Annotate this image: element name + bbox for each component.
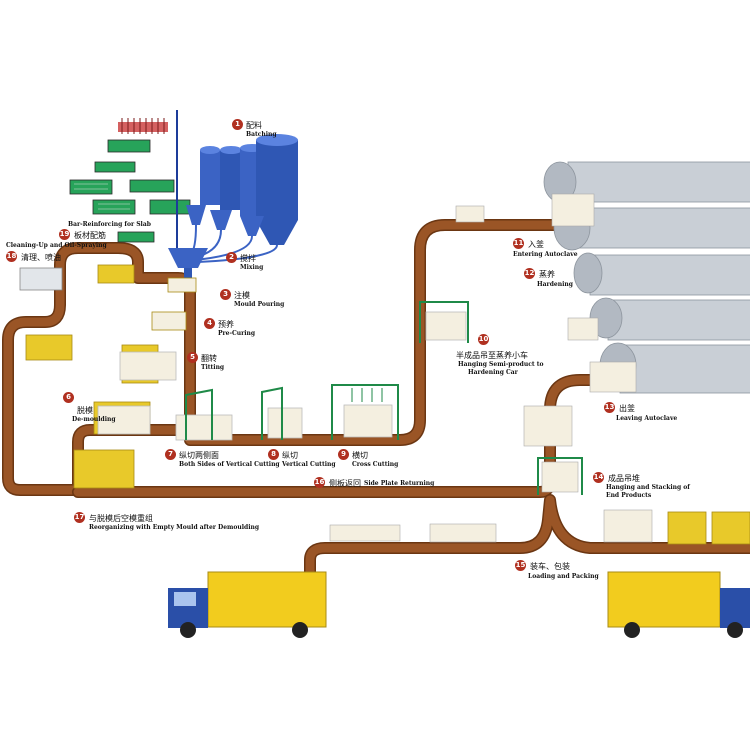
step-badge-6: 6	[63, 392, 74, 403]
step-badge-3: 3	[220, 289, 231, 300]
moulds	[19, 264, 197, 489]
step-cn-5: 翻转	[201, 354, 217, 363]
step-cn-7: 纵切两侧面	[179, 451, 219, 460]
step-cn-11: 入釜	[528, 240, 544, 249]
truck-left	[168, 571, 327, 638]
step-en-16: Side Plate Returning	[364, 480, 435, 487]
step-cn-14: 成品吊堆	[608, 474, 640, 483]
step-badge-10: 10	[478, 334, 489, 345]
step-en-17: Reorganizing with Empty Mould after Demo…	[89, 524, 260, 531]
step-badge-4: 4	[204, 318, 215, 329]
step-en2-10: Hardening Car	[468, 369, 518, 376]
step-en-9: Cross Cutting	[352, 461, 399, 468]
step-badge-18: 18	[6, 251, 17, 262]
step-cn-3: 注模	[234, 291, 250, 300]
mixer	[168, 248, 208, 278]
step-cn-16: 侧板返回	[329, 479, 361, 488]
step-cn-18: 清理、喷油	[21, 253, 61, 262]
step-en-19: Bar-Reinforcing for Slab	[68, 221, 151, 228]
step-cn-10: 半成品吊至蒸养小车	[456, 351, 528, 360]
step-cn-17: 与脱模后空模重组	[89, 514, 153, 523]
step-en-13: Leaving Autoclave	[616, 415, 678, 422]
step-cn-1: 配料	[246, 121, 262, 130]
step-en-1: Batching	[246, 131, 277, 138]
silos	[176, 110, 298, 263]
step-badge-5: 5	[187, 352, 198, 363]
step-en-8: Vertical Cutting	[282, 461, 336, 468]
step-en-2: Mixing	[240, 264, 264, 271]
step-en-3: Mould Pouring	[234, 301, 285, 308]
step-en-15: Loading and Packing	[528, 573, 599, 580]
step-cn-2: 搅拌	[240, 254, 256, 263]
step-cn-4: 预养	[218, 320, 234, 329]
step-badge-15: 15	[515, 560, 526, 571]
step-cn-13: 出釜	[619, 404, 635, 413]
step-badge-9: 9	[338, 449, 349, 460]
step-en-4: Pre-Curing	[218, 330, 256, 337]
step-badge-8: 8	[268, 449, 279, 460]
cutting-machines	[175, 301, 469, 441]
step-en-10: Hanging Semi-product to	[458, 361, 544, 368]
step-cn-9: 横切	[352, 451, 368, 460]
step-en-12: Hardening	[537, 281, 573, 288]
step-cn-8: 纵切	[282, 451, 298, 460]
step-badge-11: 11	[513, 238, 524, 249]
product-stacks	[329, 405, 750, 545]
step-cn-19: 板材配筋	[74, 231, 106, 240]
step-cn-12: 蒸养	[539, 270, 555, 279]
step-en-7: Both Sides of Vertical Cutting	[179, 461, 280, 468]
step-cn-6: 脱模	[77, 406, 93, 415]
step-badge-19: 19	[59, 229, 70, 240]
step-badge-16: 16	[314, 477, 325, 488]
step-en-6: De-moulding	[72, 416, 116, 423]
step-badge-2: 2	[226, 252, 237, 263]
truck-right	[607, 571, 750, 638]
step-en-5: Titting	[201, 364, 225, 371]
step-en2-14: End Products	[606, 492, 652, 499]
step-en-11: Entering Autoclave	[513, 251, 578, 258]
step-badge-12: 12	[524, 268, 535, 279]
step-badge-17: 17	[74, 512, 85, 523]
autoclaves	[455, 161, 750, 394]
rebar-frames	[69, 139, 191, 243]
step-badge-1: 1	[232, 119, 243, 130]
step-badge-7: 7	[165, 449, 176, 460]
batching-station	[69, 110, 298, 278]
step-badge-14: 14	[593, 472, 604, 483]
step-badge-13: 13	[604, 402, 615, 413]
step-cn-15: 装车、包装	[530, 562, 570, 571]
step-en-14: Hanging and Stacking of	[606, 484, 690, 491]
rebar-coil-row	[118, 118, 168, 134]
step-en-18: Cleaning-Up and Oil-Spraying	[6, 242, 107, 249]
